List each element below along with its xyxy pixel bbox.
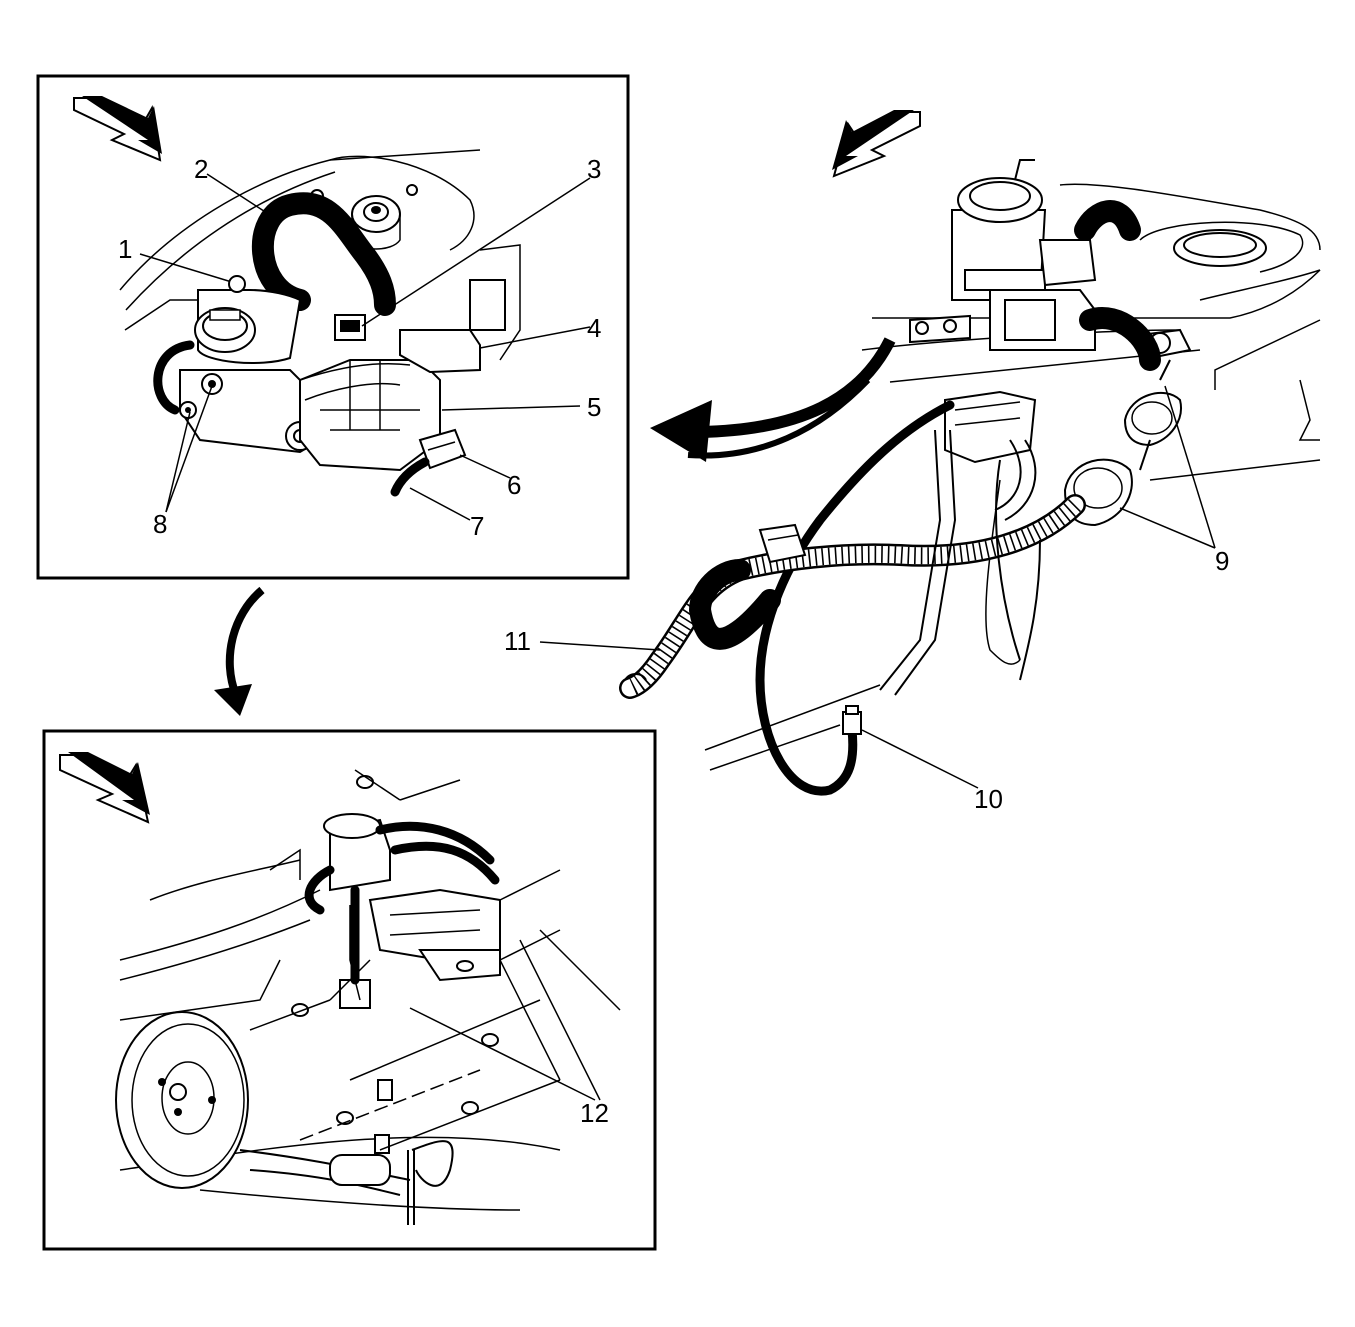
- electrical-connector: [390, 428, 467, 497]
- modulator-harness: [304, 821, 500, 985]
- inset-panel-top: 2 1 3 4 5 6 7 8: [36, 74, 630, 580]
- brake-modulator-module: [299, 279, 506, 472]
- body-lines-bottom: [119, 848, 621, 1211]
- brake-lines: [239, 1140, 454, 1225]
- inset-panel-bottom: 12: [42, 729, 657, 1251]
- callout-leaders-main: [539, 385, 1216, 789]
- wiring-harness-loop: [251, 192, 396, 316]
- callout-leaders-top: [139, 173, 591, 521]
- strut-mount: [310, 184, 418, 250]
- vent-tube: [879, 429, 1041, 696]
- callout-4: 4: [587, 313, 601, 343]
- callout-1: 1: [118, 234, 132, 264]
- fasteners: [291, 775, 499, 1154]
- grommet: [228, 275, 246, 293]
- callout-5: 5: [587, 392, 601, 422]
- modulator-assembly: [323, 813, 501, 1009]
- forward-direction-arrow-icon-main: [832, 110, 921, 178]
- callout-3: 3: [587, 154, 601, 184]
- callout-11: 11: [504, 626, 531, 656]
- callout-leader-12: [409, 1007, 596, 1101]
- relay-connector-block: [944, 390, 1037, 464]
- fluid-reservoir-main: [951, 159, 1047, 301]
- callout-9: 9: [1215, 546, 1229, 576]
- left-harness-loop: [153, 340, 195, 415]
- main-illustration: 9 10 11: [504, 110, 1321, 814]
- harness-connector: [758, 523, 807, 564]
- callout-6: 6: [507, 470, 521, 500]
- callout-2: 2: [194, 154, 208, 184]
- callout-8: 8: [153, 509, 167, 539]
- curved-arrow-left-icon: [650, 337, 896, 462]
- callout-7: 7: [470, 511, 484, 541]
- brake-fluid-reservoir: [194, 289, 302, 365]
- callout-10: 10: [974, 784, 1003, 814]
- module-main: [909, 239, 1192, 360]
- strut-tower: [1139, 221, 1304, 273]
- main-wiring-harness: [619, 494, 1086, 699]
- brake-booster: [115, 1011, 249, 1189]
- cowl-harness: [1074, 200, 1161, 371]
- body-panel-lines: [119, 149, 521, 361]
- grommets: [1063, 359, 1182, 527]
- forward-direction-arrow-icon-2: [59, 752, 150, 824]
- sensor-connector: [842, 705, 862, 735]
- forward-direction-arrow-icon: [73, 96, 162, 162]
- callout-12: 12: [580, 1098, 609, 1128]
- sensor-wire: [755, 400, 955, 796]
- curved-arrow-down-icon: [214, 586, 265, 716]
- assembly-lines: [249, 769, 561, 1151]
